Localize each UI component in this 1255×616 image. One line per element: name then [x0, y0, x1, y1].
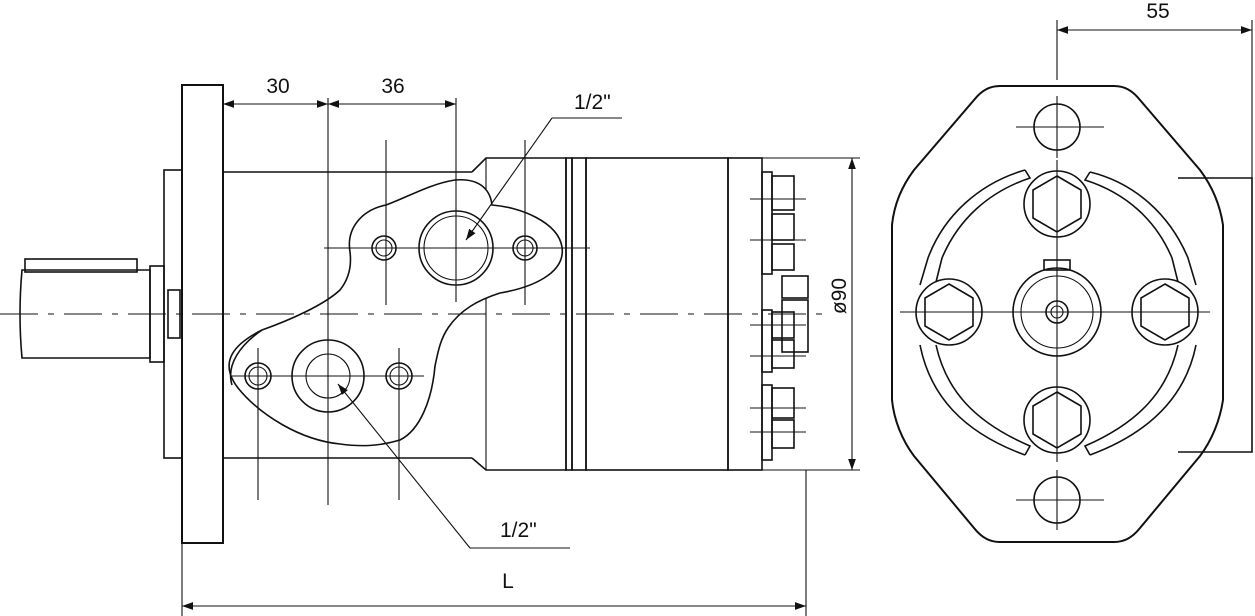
dim-36-text: 36 — [381, 75, 404, 98]
front-view: 55 — [891, 0, 1253, 543]
center-lines — [0, 92, 830, 505]
dim-30-text: 30 — [266, 75, 289, 98]
front-housing-outline — [891, 85, 1224, 543]
upper-port-leader: 1/2" — [465, 91, 622, 241]
dim-55-text: 55 — [1146, 0, 1169, 23]
diameter-text: ø90 — [828, 278, 851, 314]
front-center-lines — [900, 160, 1210, 462]
upper-port-plate — [228, 179, 563, 447]
side-view: 30 36 1/2" 1/2" ø90 L — [0, 75, 860, 616]
length-text: L — [502, 570, 514, 593]
front-cover-segments — [919, 169, 1197, 456]
front-mounting-holes — [1016, 96, 1104, 530]
end-cover-bolts — [750, 171, 809, 461]
offset-dimension: 55 — [1056, 0, 1253, 178]
front-side-boss — [1178, 177, 1253, 453]
upper-port-size-text: 1/2" — [574, 91, 611, 114]
lower-port-size-text: 1/2" — [500, 519, 537, 542]
lower-port-leader: 1/2" — [337, 383, 570, 549]
port-position-dimensions: 30 36 — [223, 75, 456, 108]
length-dimension: L — [181, 470, 807, 616]
diameter-dimension: ø90 — [728, 157, 860, 471]
